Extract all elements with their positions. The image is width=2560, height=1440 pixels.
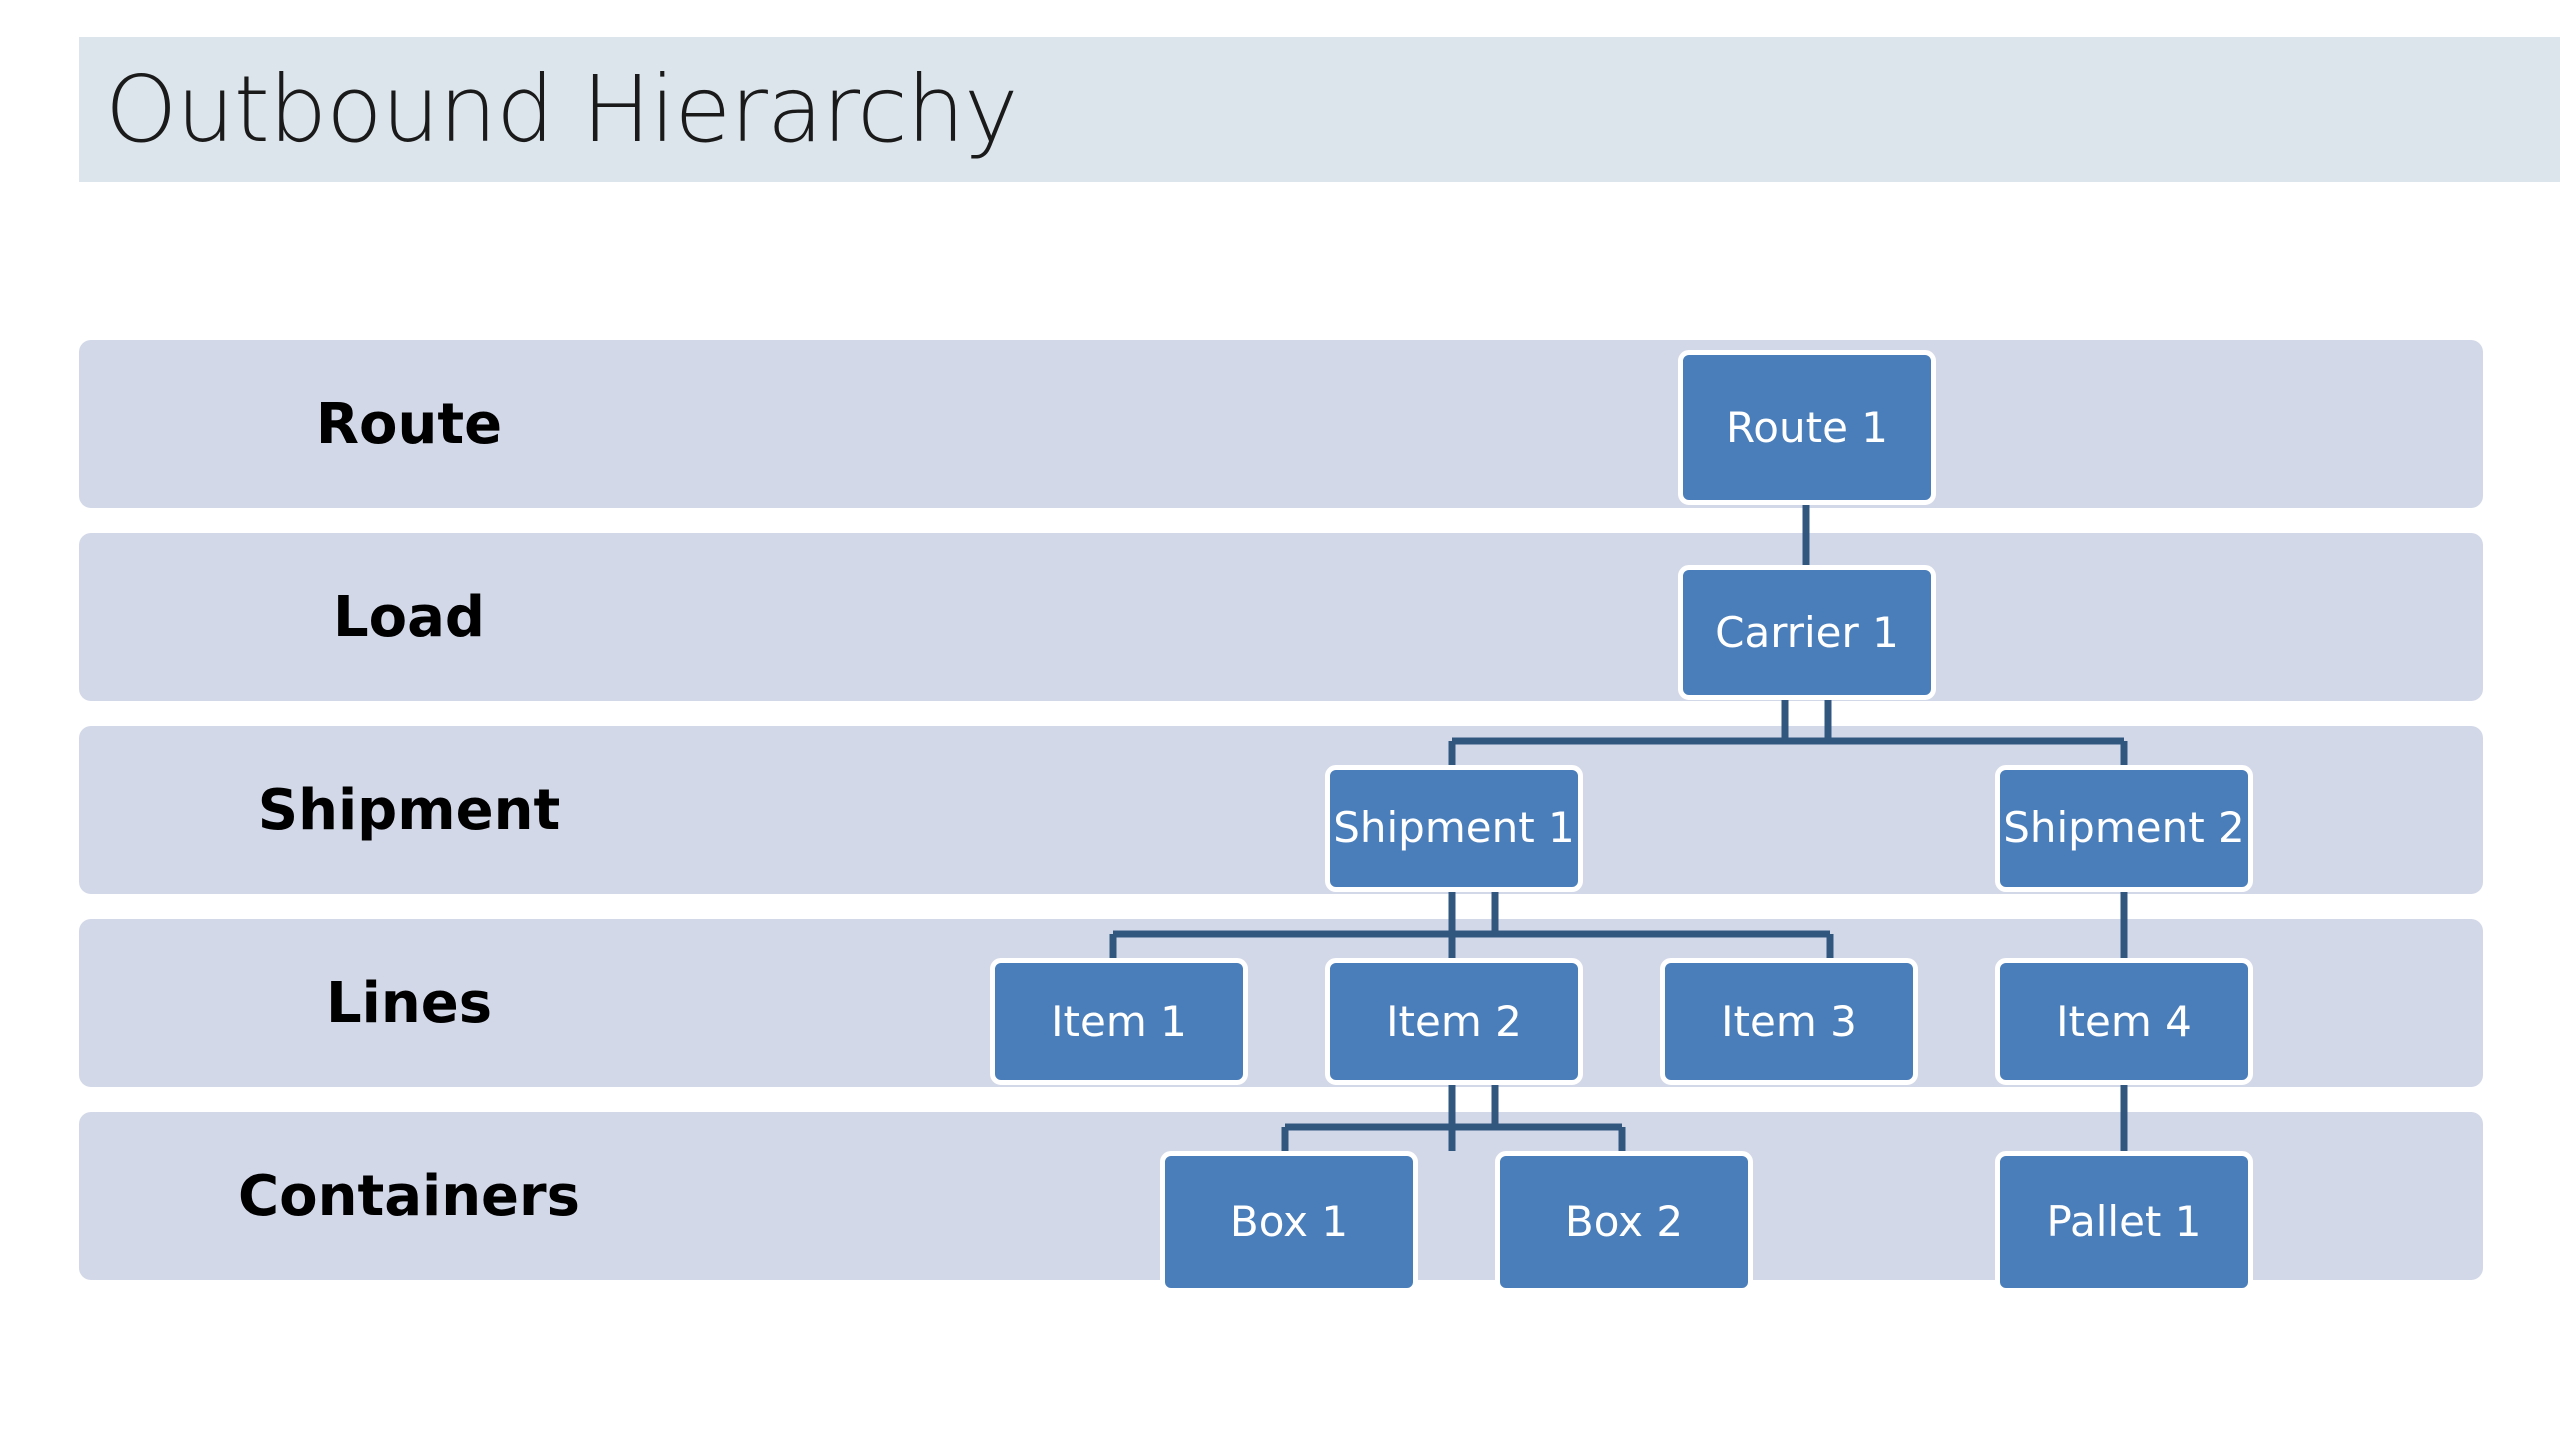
- title-banner: [79, 37, 2560, 182]
- node-route-1[interactable]: Route 1: [1678, 350, 1936, 505]
- node-carrier-1[interactable]: Carrier 1: [1678, 565, 1936, 700]
- row-label-containers: Containers: [238, 1163, 580, 1229]
- row-band-route: [79, 340, 2483, 508]
- node-item-4[interactable]: Item 4: [1995, 958, 2253, 1085]
- row-band-load: [79, 533, 2483, 701]
- row-label-load: Load: [332, 584, 486, 650]
- node-shipment-1[interactable]: Shipment 1: [1325, 765, 1583, 892]
- node-box-2[interactable]: Box 2: [1495, 1151, 1753, 1293]
- row-label-lines: Lines: [325, 970, 493, 1036]
- node-pallet-1[interactable]: Pallet 1: [1995, 1151, 2253, 1293]
- page-title: Outbound Hierarchy: [105, 56, 1018, 163]
- node-item-2[interactable]: Item 2: [1325, 958, 1583, 1085]
- row-label-route: Route: [315, 391, 503, 457]
- node-box-1[interactable]: Box 1: [1160, 1151, 1418, 1293]
- node-item-3[interactable]: Item 3: [1660, 958, 1918, 1085]
- row-label-shipment: Shipment: [257, 777, 561, 843]
- node-shipment-2[interactable]: Shipment 2: [1995, 765, 2253, 892]
- node-item-1[interactable]: Item 1: [990, 958, 1248, 1085]
